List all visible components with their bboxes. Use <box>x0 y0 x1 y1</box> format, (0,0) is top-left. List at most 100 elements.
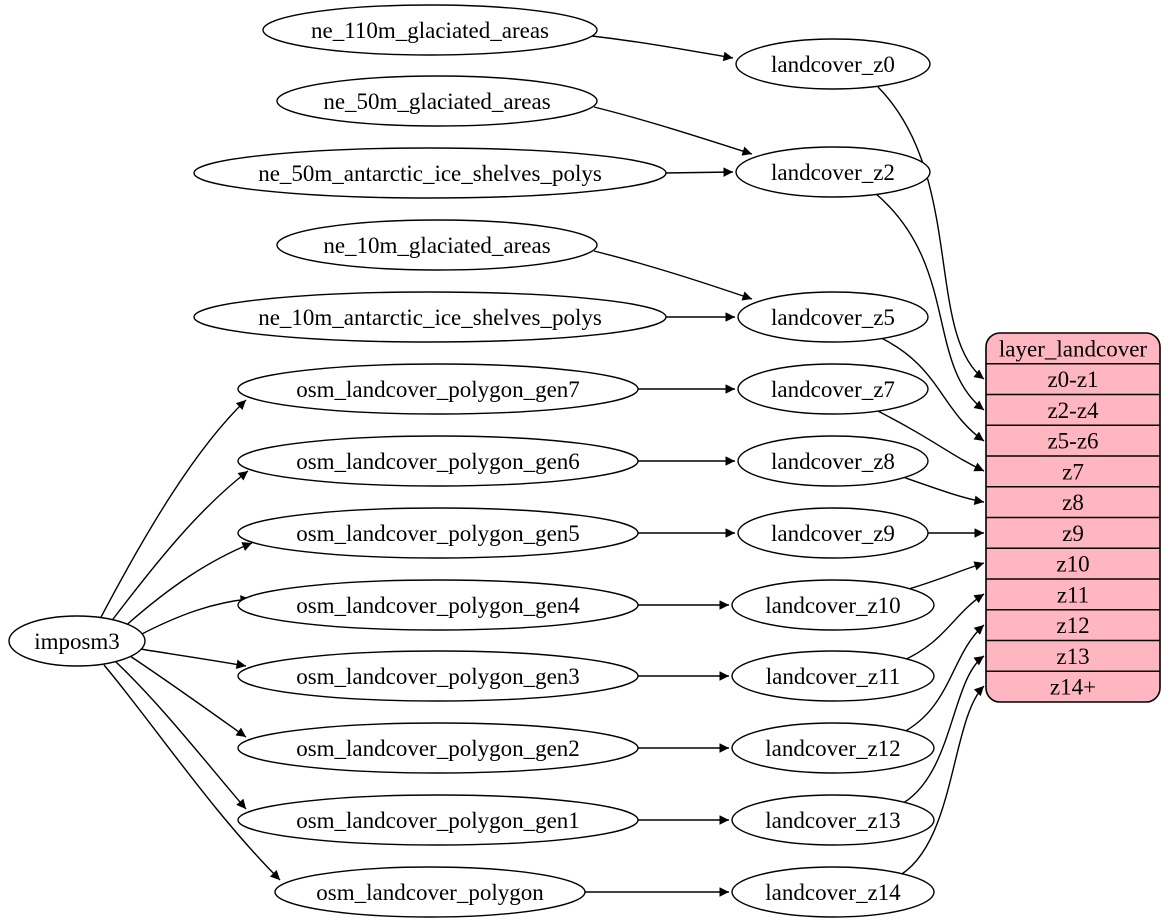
edge-landcover_z14-to-layer_landcover-z14+ <box>894 685 985 879</box>
record-row-z10: z10 <box>1056 552 1089 577</box>
node-label-osm_landcover_polygon_gen6: osm_landcover_polygon_gen6 <box>296 449 580 474</box>
node-osm_landcover_polygon_gen7: osm_landcover_polygon_gen7 <box>237 363 639 415</box>
node-label-landcover_z5: landcover_z5 <box>771 305 895 330</box>
edge-landcover_z7-to-layer_landcover-z7 <box>871 407 985 472</box>
node-label-landcover_z7: landcover_z7 <box>771 377 895 402</box>
node-osm_landcover_polygon_gen5: osm_landcover_polygon_gen5 <box>237 507 639 559</box>
node-label-ne_50m_glaciated_areas: ne_50m_glaciated_areas <box>323 89 550 114</box>
edge-landcover_z2-to-layer_landcover-z2-z4 <box>874 192 985 411</box>
node-ellipse-osm_landcover_polygon_gen1 <box>237 794 639 846</box>
record-row-z8: z8 <box>1062 490 1084 515</box>
node-landcover_z9: landcover_z9 <box>737 507 929 559</box>
node-label-landcover_z11: landcover_z11 <box>766 664 901 689</box>
node-label-ne_10m_glaciated_areas: ne_10m_glaciated_areas <box>323 233 550 258</box>
node-label-landcover_z9: landcover_z9 <box>771 521 895 546</box>
node-ne_110m_glaciated_areas: ne_110m_glaciated_areas <box>262 4 598 56</box>
edge-imposm3-to-osm_landcover_polygon_gen1 <box>115 661 247 810</box>
edge-landcover_z11-to-layer_landcover-z11 <box>899 593 985 663</box>
node-osm_landcover_polygon_gen2: osm_landcover_polygon_gen2 <box>237 722 639 774</box>
node-osm_landcover_polygon_gen1: osm_landcover_polygon_gen1 <box>237 794 639 846</box>
node-osm_landcover_polygon_gen4: osm_landcover_polygon_gen4 <box>237 579 639 631</box>
node-label-landcover_z12: landcover_z12 <box>765 736 900 761</box>
record-row-z14+: z14+ <box>1050 675 1096 700</box>
edge-landcover_z13-to-layer_landcover-z13 <box>897 655 985 807</box>
record-row-z13: z13 <box>1056 644 1089 669</box>
node-ellipse-osm_landcover_polygon_gen4 <box>237 579 639 631</box>
node-label-landcover_z14: landcover_z14 <box>765 880 901 905</box>
edge-imposm3-to-osm_landcover_polygon_gen3 <box>139 648 247 670</box>
edge-imposm3-to-osm_landcover_polygon_gen2 <box>129 655 247 738</box>
edge-landcover_z12-to-layer_landcover-z12 <box>899 624 985 735</box>
node-label-osm_landcover_polygon_gen3: osm_landcover_polygon_gen3 <box>296 664 580 689</box>
edge-landcover_z5-to-layer_landcover-z5-z6 <box>876 335 985 442</box>
node-label-osm_landcover_polygon_gen4: osm_landcover_polygon_gen4 <box>296 593 580 618</box>
node-ellipse-ne_10m_antarctic_ice_shelves_polys <box>193 291 667 343</box>
edge-imposm3-to-osm_landcover_polygon_gen4 <box>137 595 251 637</box>
node-ellipse-landcover_z0 <box>735 38 931 90</box>
node-ellipse-osm_landcover_polygon_gen6 <box>237 435 639 487</box>
record-layer: layer_landcoverz0-z1z2-z4z5-z6z7z8z9z10z… <box>985 332 1161 703</box>
node-ellipse-landcover_z7 <box>737 363 929 415</box>
node-landcover_z10: landcover_z10 <box>731 579 935 631</box>
node-ellipse-landcover_z9 <box>737 507 929 559</box>
record-row-z11: z11 <box>1057 582 1089 607</box>
edges-layer <box>99 35 985 897</box>
node-ne_10m_glaciated_areas: ne_10m_glaciated_areas <box>276 219 598 271</box>
node-landcover_z0: landcover_z0 <box>735 38 931 90</box>
node-ne_50m_antarctic_ice_shelves_polys: ne_50m_antarctic_ice_shelves_polys <box>193 147 667 199</box>
node-osm_landcover_polygon_gen3: osm_landcover_polygon_gen3 <box>237 650 639 702</box>
node-label-osm_landcover_polygon_gen2: osm_landcover_polygon_gen2 <box>296 736 580 761</box>
node-ellipse-landcover_z13 <box>731 794 935 846</box>
node-landcover_z5: landcover_z5 <box>737 291 929 343</box>
record-row-z12: z12 <box>1056 613 1089 638</box>
record-title: layer_landcover <box>999 336 1147 361</box>
nodes-layer: imposm3 ne_110m_glaciated_areas ne_50m_gla… <box>8 4 935 918</box>
edge-imposm3-to-osm_landcover_polygon <box>103 664 281 881</box>
node-ellipse-imposm3 <box>8 615 146 667</box>
node-ellipse-landcover_z8 <box>737 435 929 487</box>
node-label-landcover_z10: landcover_z10 <box>765 593 900 618</box>
node-label-ne_50m_antarctic_ice_shelves_polys: ne_50m_antarctic_ice_shelves_polys <box>258 161 602 186</box>
edge-landcover_z8-to-layer_landcover-z8 <box>899 475 985 505</box>
node-label-osm_landcover_polygon_gen5: osm_landcover_polygon_gen5 <box>296 521 580 546</box>
node-label-ne_10m_antarctic_ice_shelves_polys: ne_10m_antarctic_ice_shelves_polys <box>258 305 602 330</box>
node-ellipse-osm_landcover_polygon_gen7 <box>237 363 639 415</box>
node-ellipse-osm_landcover_polygon_gen2 <box>237 722 639 774</box>
node-label-landcover_z13: landcover_z13 <box>765 808 900 833</box>
edge-imposm3-to-osm_landcover_polygon_gen7 <box>99 399 247 620</box>
node-ne_50m_glaciated_areas: ne_50m_glaciated_areas <box>276 75 598 127</box>
record-row-z9: z9 <box>1062 521 1084 546</box>
node-landcover_z8: landcover_z8 <box>737 435 929 487</box>
node-landcover_z7: landcover_z7 <box>737 363 929 415</box>
node-landcover_z13: landcover_z13 <box>731 794 935 846</box>
node-label-osm_landcover_polygon_gen1: osm_landcover_polygon_gen1 <box>296 808 580 833</box>
node-ellipse-ne_10m_glaciated_areas <box>276 219 598 271</box>
node-label-imposm3: imposm3 <box>34 629 120 654</box>
node-ellipse-osm_landcover_polygon_gen3 <box>237 650 639 702</box>
node-label-ne_110m_glaciated_areas: ne_110m_glaciated_areas <box>311 18 549 43</box>
edge-ne_50m_antarctic_ice_shelves_polys-to-landcover_z2 <box>663 167 734 177</box>
node-ellipse-landcover_z14 <box>731 866 935 918</box>
node-ellipse-ne_50m_antarctic_ice_shelves_polys <box>193 147 667 199</box>
node-label-landcover_z0: landcover_z0 <box>771 52 895 77</box>
node-osm_landcover_polygon_gen6: osm_landcover_polygon_gen6 <box>237 435 639 487</box>
edge-ne_110m_glaciated_areas-to-landcover_z0 <box>591 35 734 62</box>
node-ellipse-ne_50m_glaciated_areas <box>276 75 598 127</box>
node-osm_landcover_polygon: osm_landcover_polygon <box>274 866 586 918</box>
record-row-z7: z7 <box>1062 459 1084 484</box>
node-ellipse-osm_landcover_polygon_gen5 <box>237 507 639 559</box>
node-landcover_z11: landcover_z11 <box>731 650 935 702</box>
node-landcover_z14: landcover_z14 <box>731 866 935 918</box>
node-imposm3: imposm3 <box>8 615 146 667</box>
edge-landcover_z10-to-layer_landcover-z10 <box>901 561 985 592</box>
edge-imposm3-to-osm_landcover_polygon_gen6 <box>109 470 249 624</box>
edge-landcover_z0-to-layer_landcover-z0-z1 <box>877 86 985 380</box>
node-ellipse-landcover_z12 <box>731 722 935 774</box>
record-row-z0-z1: z0-z1 <box>1047 367 1098 392</box>
node-ellipse-ne_110m_glaciated_areas <box>262 4 598 56</box>
edge-ne_50m_glaciated_areas-to-landcover_z2 <box>593 106 753 156</box>
record-row-z2-z4: z2-z4 <box>1047 398 1099 423</box>
node-ellipse-landcover_z11 <box>731 650 935 702</box>
